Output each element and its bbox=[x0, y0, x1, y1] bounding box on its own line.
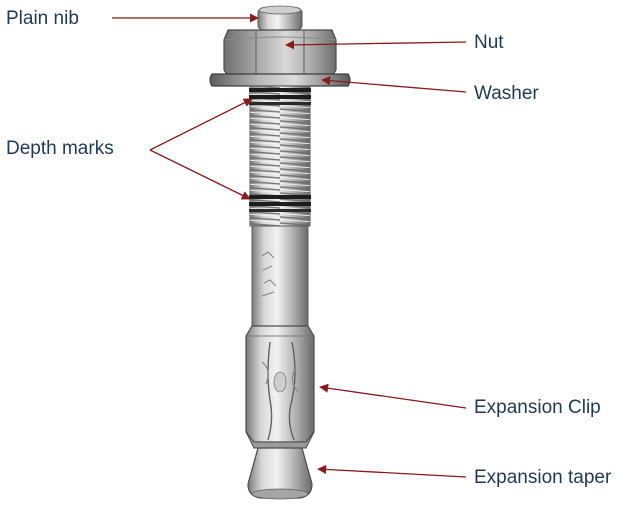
depth-mark-upper bbox=[249, 88, 311, 105]
smooth-shank bbox=[251, 225, 309, 329]
expansion-clip-part bbox=[245, 325, 315, 449]
plain-nib-part bbox=[257, 5, 303, 31]
leader-nut bbox=[285, 40, 467, 50]
expansion-taper-part bbox=[247, 447, 313, 500]
leader-expansion-taper bbox=[317, 464, 467, 478]
leader-depth-upper bbox=[149, 98, 253, 151]
leader-expansion-clip bbox=[319, 383, 467, 409]
nut-part bbox=[223, 29, 337, 77]
label-expansion-clip: Expansion Clip bbox=[474, 397, 601, 418]
leader-lines bbox=[112, 13, 467, 478]
leader-depth-lower bbox=[149, 149, 251, 200]
label-nut: Nut bbox=[474, 32, 504, 53]
label-depth-marks: Depth marks bbox=[6, 138, 114, 159]
label-expansion-taper: Expansion taper bbox=[474, 467, 612, 488]
label-plain-nib: Plain nib bbox=[6, 8, 79, 29]
depth-mark-lower bbox=[249, 195, 311, 212]
leader-washer bbox=[321, 76, 467, 93]
label-washer: Washer bbox=[474, 83, 539, 104]
washer-part bbox=[209, 73, 351, 87]
